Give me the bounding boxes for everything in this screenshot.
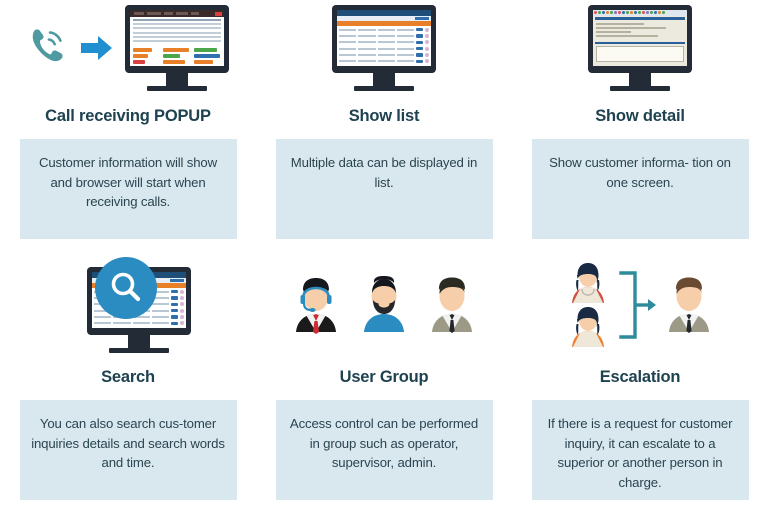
card-illustration: [0, 0, 256, 96]
monitor-screen-popup: [130, 10, 224, 66]
search-icon: [95, 257, 157, 319]
card-illustration: [256, 0, 512, 96]
card-description: Show customer informa- tion on one scree…: [549, 155, 731, 190]
card-heading: Call receiving POPUP: [45, 107, 211, 125]
avatar-group: [290, 274, 478, 336]
card-description: You can also search cus-tomer inquiries …: [31, 416, 225, 470]
card-show-list: Show list Multiple data can be displayed…: [256, 0, 512, 250]
monitor-neck: [373, 73, 395, 86]
phone-ringing-icon: [32, 29, 63, 62]
avatar-supervisor-icon: [364, 276, 404, 332]
monitor-bezel: [588, 5, 692, 73]
card-description-box: Customer information will show and brows…: [19, 139, 237, 239]
card-illustration: [512, 250, 768, 360]
card-heading: Escalation: [599, 368, 681, 386]
phone-and-arrow-group: [27, 26, 113, 70]
monitor-neck: [128, 335, 150, 348]
monitor-base: [147, 86, 207, 91]
monitor-icon: [332, 5, 436, 91]
avatar-agent-female-icon: [572, 263, 604, 303]
bracket-arrow-icon: [619, 271, 656, 339]
card-heading: Search: [101, 368, 155, 386]
screen-topbar: [337, 10, 431, 16]
card-description-box: Multiple data can be displayed in list.: [275, 139, 493, 239]
screen-subbar: [337, 16, 431, 21]
screen-table-rows: [130, 17, 224, 46]
monitor-neck: [629, 73, 651, 86]
monitor-icon: [588, 5, 692, 91]
screen-toolbar: [593, 10, 687, 16]
screen-colored-blocks: [130, 48, 224, 65]
agent-stack: [565, 262, 611, 348]
card-escalation: Escalation If there is a request for cus…: [512, 250, 768, 520]
screen-detail-body: [593, 21, 687, 41]
monitor-icon: [125, 5, 229, 91]
arrow-right-icon: [81, 36, 112, 60]
monitor-base: [610, 86, 670, 91]
monitor-bezel: [125, 5, 229, 73]
avatar-admin-icon: [432, 277, 472, 333]
card-description-box: You can also search cus-tomer inquiries …: [19, 400, 237, 500]
avatar-manager-icon: [669, 277, 709, 333]
avatar-agent-female-icon: [572, 307, 604, 347]
card-description: Access control can be performed in group…: [289, 416, 479, 470]
monitor-bezel: [332, 5, 436, 73]
card-user-group: User Group Access control can be perform…: [256, 250, 512, 520]
screen-table-rows: [337, 26, 431, 66]
card-heading: Show detail: [595, 107, 685, 125]
magnifier-glyph-icon: [111, 272, 141, 302]
card-description-box: If there is a request for customer inqui…: [531, 400, 749, 500]
screen-divider: [595, 41, 685, 44]
monitor-base: [354, 86, 414, 91]
card-illustration: [512, 0, 768, 96]
card-illustration: [256, 250, 512, 360]
card-show-detail: Show detail Show customer informa- tion …: [512, 0, 768, 250]
card-description: Customer information will show and brows…: [39, 155, 217, 209]
avatar-operator-icon: [296, 278, 336, 334]
screen-detail-panel: [596, 45, 684, 62]
card-illustration: [0, 250, 256, 360]
escalation-diagram: [565, 262, 715, 348]
card-description-box: Access control can be performed in group…: [275, 400, 493, 500]
card-search: Search You can also search cus-tomer inq…: [0, 250, 256, 520]
monitor-screen-list: [337, 10, 431, 66]
card-heading: User Group: [339, 368, 429, 386]
card-call-receiving-popup: Call receiving POPUP Customer informatio…: [0, 0, 256, 250]
screen-titlebar: [130, 10, 224, 17]
card-description-box: Show customer informa- tion on one scree…: [531, 139, 749, 239]
card-description: If there is a request for customer inqui…: [547, 416, 733, 490]
monitor-screen-detail: [593, 10, 687, 66]
monitor-base: [109, 348, 169, 353]
screen-table-header: [337, 21, 431, 26]
monitor-neck: [166, 73, 188, 86]
screen-highlight-bar: [595, 17, 685, 20]
card-description: Multiple data can be displayed in list.: [290, 155, 478, 190]
card-heading: Show list: [348, 107, 420, 125]
